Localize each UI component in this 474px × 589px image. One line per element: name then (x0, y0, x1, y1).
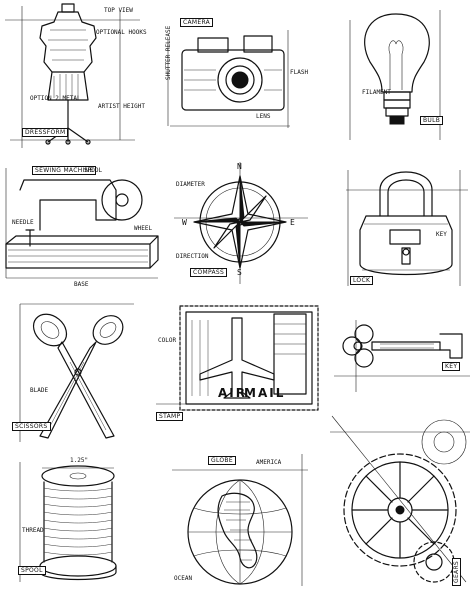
camera-illustration (167, 30, 290, 128)
dressform-height-label: ARTIST HEIGHT (98, 103, 145, 110)
spool-thread-label: THREAD (22, 527, 44, 534)
bulb-label-box: BULB (420, 116, 444, 125)
dressform-label2: OPTION 2 METAL (30, 95, 81, 102)
sewing-machine-illustration (5, 168, 159, 279)
scissors-stamp: BLADE SCISSORS (12, 298, 140, 446)
airmail-air: AIR (218, 386, 247, 400)
sewing-wheel-label: WHEEL (134, 225, 153, 232)
key-label-box: KEY (442, 362, 461, 371)
sewing-machine-stamp: SEWING MACHINE SPOOL NEEDLE WHEEL BASE (0, 160, 162, 290)
globe-illustration (172, 454, 308, 586)
sewing-label-box: SEWING MACHINE (32, 166, 97, 175)
dressform-label-box: DRESSFORM (22, 128, 69, 137)
globe-stamp: GLOBE AMERICA OCEAN (168, 450, 312, 589)
compass-w: W (182, 218, 187, 227)
globe-label-box: GLOBE (208, 456, 236, 465)
bulb-filament-label: FILAMENT (362, 89, 391, 96)
globe-america-label: AMERICA (256, 459, 282, 466)
sewing-needle-label: NEEDLE (12, 219, 34, 226)
key-illustration (334, 320, 470, 392)
spool-size-label: 1.25" (70, 457, 89, 464)
dressform-top-label: TOP VIEW (104, 7, 133, 14)
airmail-mail: MAIL (244, 386, 286, 400)
lock-label-box: LOCK (350, 276, 374, 285)
camera-lens-label: LENS (256, 113, 271, 120)
dressform-stamp: TOP VIEW OPTIONAL HOOKS OPTION 2 METAL A… (0, 0, 150, 150)
compass-s: S (237, 268, 242, 277)
camera-shutter-label: SHUTTER RELEASE (165, 25, 172, 80)
sewing-spool-label: SPOOL (84, 167, 103, 174)
gears-label-box: GEARS (452, 557, 461, 586)
scissors-illustration (19, 303, 134, 442)
camera-stamp: CAMERA SHUTTER RELEASE FLASH LENS (160, 0, 310, 150)
camera-flash-label: FLASH (290, 69, 309, 76)
globe-ocean-label: OCEAN (174, 575, 193, 582)
scissors-blade-label: BLADE (30, 387, 49, 394)
airmail-stamp: AIR MAIL COLOR STAMP (156, 300, 324, 426)
compass-e: E (290, 218, 295, 227)
compass-diameter: DIAMETER (176, 181, 205, 188)
compass-stamp: N E S W DIAMETER DIRECTION COMPASS (170, 158, 312, 288)
sewing-base-label: BASE (74, 281, 89, 288)
compass-illustration (174, 162, 308, 284)
compass-direction: DIRECTION (176, 253, 209, 260)
airmail-color-label: COLOR (158, 337, 177, 344)
camera-label-box: CAMERA (180, 18, 214, 27)
bulb-stamp: FILAMENT BULB (330, 0, 474, 150)
lock-stamp: KEY LOCK (340, 160, 474, 290)
airmail-illustration (156, 305, 319, 411)
spool-label-box: SPOOL (18, 566, 46, 575)
lock-illustration (346, 170, 468, 286)
spool-stamp: 1.25" THREAD SPOOL (14, 452, 138, 589)
key-stamp: KEY (330, 316, 474, 406)
gears-stamp: GEARS (326, 412, 474, 589)
spool-illustration (19, 462, 117, 582)
compass-n: N (237, 162, 242, 171)
scissors-label-box: SCISSORS (12, 422, 51, 431)
airmail-label-box: STAMP (156, 412, 184, 421)
bulb-illustration (349, 10, 441, 140)
compass-label-box: COMPASS (190, 268, 228, 277)
lock-key-label: KEY (436, 231, 447, 238)
dressform-notes: OPTIONAL HOOKS (96, 29, 147, 36)
